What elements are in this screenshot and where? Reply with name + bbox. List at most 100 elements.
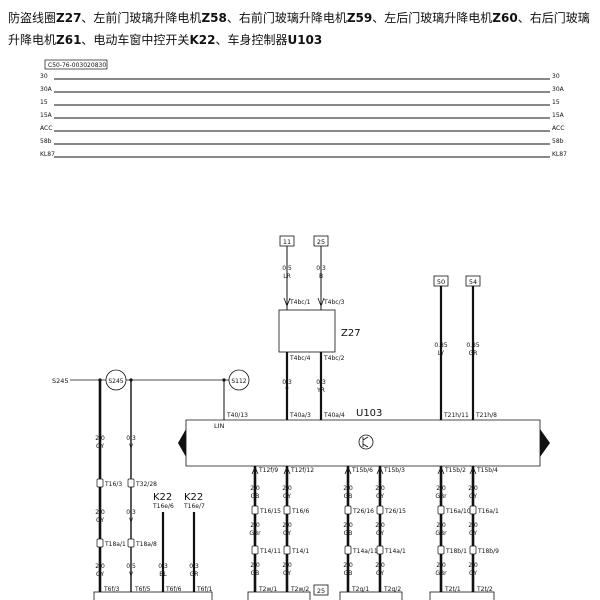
rail-label-left-30a: 30A bbox=[40, 86, 53, 93]
wire-b1-1-color: GY bbox=[376, 493, 384, 500]
wire-a0-2-gauge: 2.0 bbox=[250, 522, 260, 529]
title-part: U103 bbox=[287, 33, 323, 47]
wire-z27-y-gauge: 0.3 bbox=[282, 379, 292, 386]
title-part: Z60 bbox=[492, 11, 518, 25]
title-part: 、左后门玻璃升降电机 bbox=[372, 11, 493, 25]
wire-a1-1-gauge: 2.0 bbox=[282, 485, 292, 492]
wire-a1-1-color: GY bbox=[283, 493, 291, 500]
pin-t14-1: T14/1 bbox=[291, 548, 309, 555]
conn-t32-28 bbox=[127, 478, 135, 488]
wire-z27-yr-color: YR bbox=[316, 387, 325, 394]
wire-11-gauge: 0.5 bbox=[282, 265, 292, 272]
wire-a0-1-gauge: 2.0 bbox=[250, 485, 260, 492]
arrow-out-a0 bbox=[251, 465, 259, 475]
pin-t6f-3: T6f/3 bbox=[103, 586, 120, 593]
title-part: 、电动车窗中控开关 bbox=[81, 33, 190, 47]
wire-left-d-gauge: 0.3 bbox=[126, 509, 136, 516]
wire-b1-1-gauge: 2.0 bbox=[375, 485, 385, 492]
title-part: Z61 bbox=[56, 33, 82, 47]
wire-a0-3-gauge: 2.0 bbox=[250, 562, 260, 569]
wire-a1-3-color: GY bbox=[283, 570, 291, 577]
z59-motor-body bbox=[339, 591, 403, 600]
rail-label-left-acc: ACC bbox=[40, 125, 52, 132]
pin-t16a-1: T16a/1 bbox=[477, 508, 499, 515]
pin-t6f-1: T6f/1 bbox=[196, 586, 213, 593]
conn-t16-3 bbox=[96, 478, 104, 488]
arrow-out-b1 bbox=[376, 465, 384, 475]
wire-left-b-gauge: 0.3 bbox=[126, 435, 136, 442]
title-part: 防盗线圈 bbox=[8, 11, 57, 25]
wire-left-f-gauge: 0.5 bbox=[126, 563, 136, 570]
splice-s245-label: S245 bbox=[108, 378, 123, 385]
pin-t16-6: T16/6 bbox=[291, 508, 309, 515]
wire-c0-3-gauge: 2.0 bbox=[436, 562, 446, 569]
wire-left-c-color: GY bbox=[96, 517, 104, 524]
pin-t4bc-1: T4bc/1 bbox=[289, 299, 311, 306]
wire-z27-y-color: Y bbox=[284, 387, 289, 394]
wire-a0-1-color: GB bbox=[251, 493, 260, 500]
wire-left-e-color: GY bbox=[96, 571, 104, 578]
u103-left-continue-arrow bbox=[178, 429, 186, 457]
rail-label-right-15a: 15A bbox=[552, 112, 565, 119]
pin-t16e-6: T16e/6 bbox=[152, 503, 174, 510]
pin-t14-11: T14/11 bbox=[259, 548, 281, 555]
rail-label-left-15: 15 bbox=[40, 99, 48, 106]
pin-t4bc-4: T4bc/4 bbox=[289, 355, 311, 362]
wire-b0-3-color: GB bbox=[344, 570, 353, 577]
conn-t18a-1 bbox=[96, 538, 104, 548]
rail-label-right-30a: 30A bbox=[552, 86, 565, 93]
arrow-z27-3 bbox=[317, 297, 325, 308]
wire-a0-2-color: GBr bbox=[249, 530, 261, 537]
arrow-out-c1 bbox=[469, 465, 477, 475]
wire-left-c-gauge: 2.0 bbox=[95, 509, 105, 516]
wire-b1-2-color: GY bbox=[376, 530, 384, 537]
wire-c0-1-color: GBr bbox=[435, 493, 447, 500]
pin-t15b-2: T15b/2 bbox=[444, 467, 466, 474]
rail-label-right-acc: ACC bbox=[552, 125, 564, 132]
pin-t40a-3: T40a/3 bbox=[289, 412, 311, 419]
wire-k22-a-color: BL bbox=[159, 571, 167, 578]
ref-54: 54 bbox=[469, 278, 477, 286]
wire-c1-1-gauge: 2.0 bbox=[468, 485, 478, 492]
title-part: Z59 bbox=[346, 11, 373, 25]
pin-t18b-1: T18b/1 bbox=[445, 548, 467, 555]
ref-50: 50 bbox=[437, 278, 445, 286]
rail-label-left-kl87: KL87 bbox=[40, 151, 55, 158]
conn-t26-15 bbox=[376, 505, 384, 515]
conn-t16-6 bbox=[283, 505, 291, 515]
pin-t4bc-3: T4bc/3 bbox=[323, 299, 345, 306]
wire-b0-1-color: GB bbox=[344, 493, 353, 500]
doc-code-box bbox=[44, 59, 108, 70]
wire-k22-b-gauge: 0.3 bbox=[189, 563, 199, 570]
wire-c1-2-gauge: 2.0 bbox=[468, 522, 478, 529]
pin-t2w-1: T2w/1 bbox=[258, 586, 277, 593]
wire-54-gauge: 0.85 bbox=[466, 342, 480, 349]
rail-label-right-kl87: KL87 bbox=[552, 151, 567, 158]
conn-t18b-1 bbox=[437, 545, 445, 555]
conn-t16a-1 bbox=[469, 505, 477, 515]
wire-c0-2-color: GBr bbox=[435, 530, 447, 537]
wire-a1-2-gauge: 2.0 bbox=[282, 522, 292, 529]
wire-left-a-color: GY bbox=[96, 443, 104, 450]
pin-t26-16: T26/16 bbox=[352, 508, 374, 515]
pin-t2w-2: T2w/2 bbox=[290, 586, 309, 593]
wire-b0-3-gauge: 2.0 bbox=[343, 562, 353, 569]
wire-54-color: GR bbox=[469, 350, 478, 357]
rail-label-left-30: 30 bbox=[40, 73, 48, 80]
pin-t16e-7: T16e/7 bbox=[183, 503, 205, 510]
wire-z27-yr-gauge: 0.3 bbox=[316, 379, 326, 386]
pin-t2q-2: T2q/2 bbox=[383, 586, 401, 593]
title-part: Z27 bbox=[56, 11, 82, 25]
pin-t2q-1: T2q/1 bbox=[351, 586, 369, 593]
conn-t14a-11 bbox=[344, 545, 352, 555]
pin-t16a-10: T16a/10 bbox=[445, 508, 471, 515]
wire-left-d-color: V bbox=[129, 517, 134, 524]
conn-t18a-8 bbox=[127, 538, 135, 548]
pin-t14a-1: T14a/1 bbox=[384, 548, 406, 555]
pin-t12f-9: T12f/9 bbox=[258, 467, 278, 474]
pin-t26-15: T26/15 bbox=[384, 508, 406, 515]
pin-t18a-1: T18a/1 bbox=[104, 541, 126, 548]
wire-k22-a-gauge: 0.3 bbox=[158, 563, 168, 570]
